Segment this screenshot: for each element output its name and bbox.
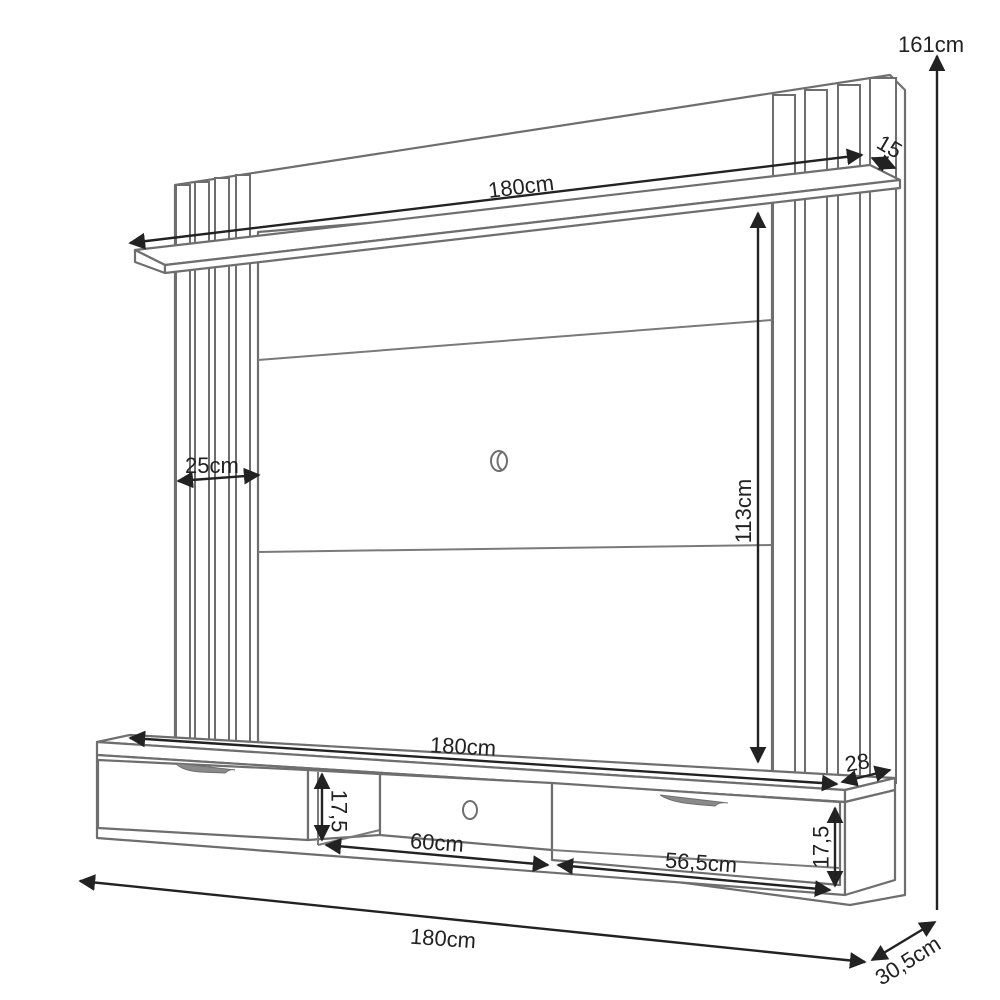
cable-hole-icon: [490, 450, 508, 472]
dim-drawer-width: 56,5cm: [664, 847, 738, 878]
dim-drawer-height: 17,5: [808, 825, 834, 869]
dimension-lines: [78, 54, 946, 969]
dim-niche-height: 17,5: [326, 789, 352, 833]
dim-slat-width: 25cm: [185, 453, 239, 478]
cable-hole-icon: [462, 800, 478, 820]
back-panel: [173, 73, 907, 907]
dim-console-width: 180cm: [429, 732, 497, 761]
dim-panel-height: 113cm: [731, 478, 757, 544]
dim-overall-width: 180cm: [409, 923, 477, 954]
right-slats: [772, 77, 897, 784]
dim-niche-width: 60cm: [409, 828, 465, 857]
dim-total-height: 161cm: [898, 32, 965, 57]
dim-console-depth: 28: [842, 748, 872, 777]
